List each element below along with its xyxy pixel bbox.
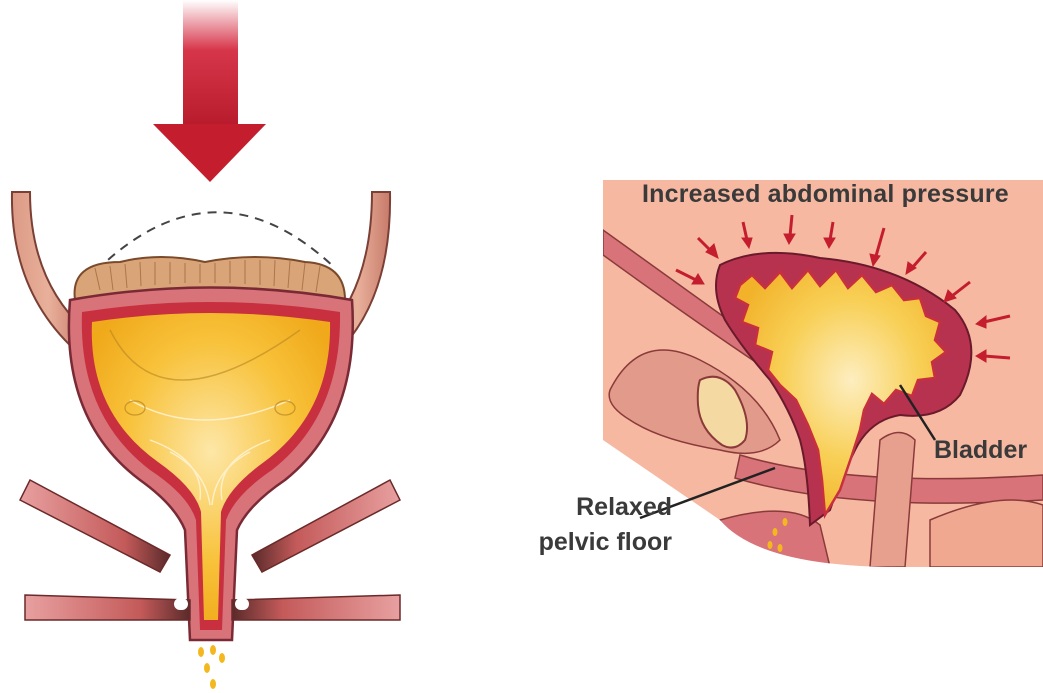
pelvic-floor-label: Relaxed pelvic floor (472, 490, 672, 560)
down-arrow-icon (153, 0, 266, 182)
bladder-label: Bladder (934, 436, 1027, 465)
pelvic-floor-label-line1: Relaxed (472, 490, 672, 525)
pelvic-floor-label-line2: pelvic floor (472, 525, 672, 560)
left-bladder-illustration (12, 0, 400, 689)
pressure-label: Increased abdominal pressure (642, 180, 1009, 209)
urine-drops-left (198, 645, 225, 689)
